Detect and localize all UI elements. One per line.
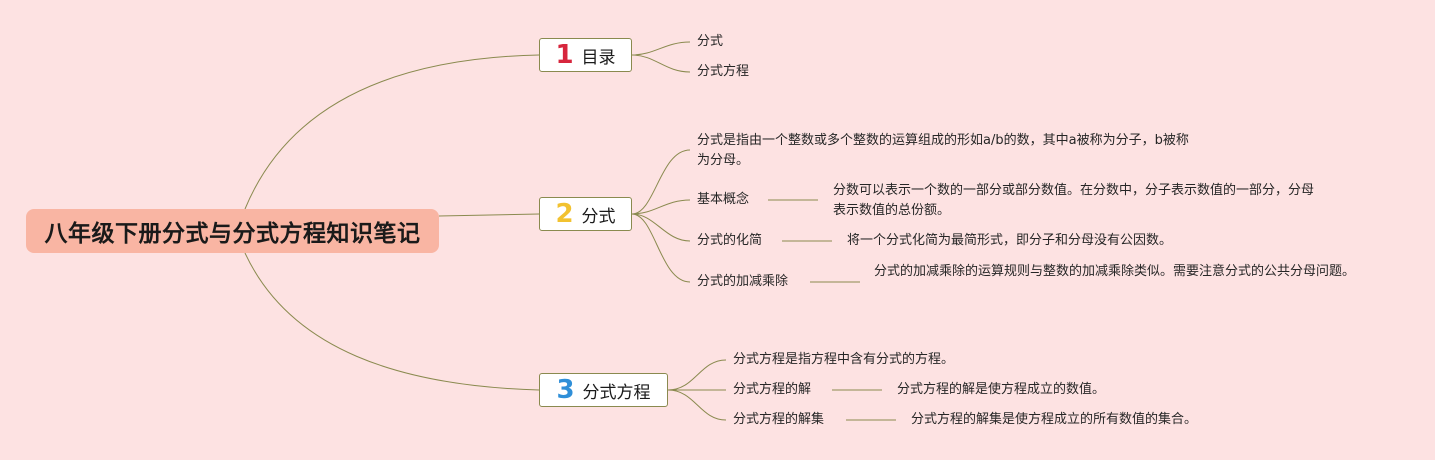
leaf-b2-3[interactable]: 分式的化简 xyxy=(697,233,763,248)
detail-b2-4[interactable]: 分式的加减乘除的运算规则与整数的加减乘除类似。需要注意分式的公共分母问题。 xyxy=(874,264,1356,279)
branch-label-2: 分式 xyxy=(581,206,616,227)
branch-node-1[interactable]: 1 目录 xyxy=(539,38,632,72)
root-node-title[interactable]: 八年级下册分式与分式方程知识笔记 xyxy=(26,209,439,253)
link-b2-c2 xyxy=(631,199,691,215)
number-badge-2: 2 xyxy=(555,199,574,229)
link-b2-c4 xyxy=(631,213,691,283)
leaf-b3-1[interactable]: 分式方程是指方程中含有分式的方程。 xyxy=(733,352,955,367)
link-b1-c1 xyxy=(631,41,691,56)
link-b1-c2 xyxy=(631,54,691,73)
link-root-branch-2 xyxy=(438,213,540,217)
link-root-branch-3 xyxy=(244,252,540,391)
number-badge-3: 3 xyxy=(556,375,575,405)
number-badge-1: 1 xyxy=(555,40,574,70)
leaf-b2-2[interactable]: 基本概念 xyxy=(697,192,750,207)
detail-b2-2[interactable]: 分数可以表示一个数的一部分或部分数值。在分数中，分子表示数值的一部分，分母表示数… xyxy=(833,183,1315,218)
link-b2-c3 xyxy=(631,213,691,242)
link-b3-c1 xyxy=(667,359,727,391)
leaf-b3-2[interactable]: 分式方程的解 xyxy=(733,382,812,397)
leaf-b2-1[interactable]: 分式是指由一个整数或多个整数的运算组成的形如a/b的数，其中a被称为分子，b被称… xyxy=(697,133,1189,168)
leaf-b3-3[interactable]: 分式方程的解集 xyxy=(733,412,825,427)
link-root-branch-1 xyxy=(244,54,540,210)
link-b3-c3 xyxy=(667,389,727,421)
link-b2-c1 xyxy=(631,149,691,215)
branch-node-3[interactable]: 3 分式方程 xyxy=(539,373,668,407)
branch-label-3: 分式方程 xyxy=(582,382,651,403)
leaf-b1-1[interactable]: 分式 xyxy=(697,34,724,49)
detail-b3-2[interactable]: 分式方程的解是使方程成立的数值。 xyxy=(897,382,1106,397)
detail-b2-3[interactable]: 将一个分式化简为最简形式，即分子和分母没有公因数。 xyxy=(847,233,1173,248)
leaf-b2-4[interactable]: 分式的加减乘除 xyxy=(697,274,789,289)
leaf-b1-2[interactable]: 分式方程 xyxy=(697,64,750,79)
branch-node-2[interactable]: 2 分式 xyxy=(539,197,632,231)
detail-b3-3[interactable]: 分式方程的解集是使方程成立的所有数值的集合。 xyxy=(911,412,1198,427)
branch-label-1: 目录 xyxy=(581,47,616,68)
